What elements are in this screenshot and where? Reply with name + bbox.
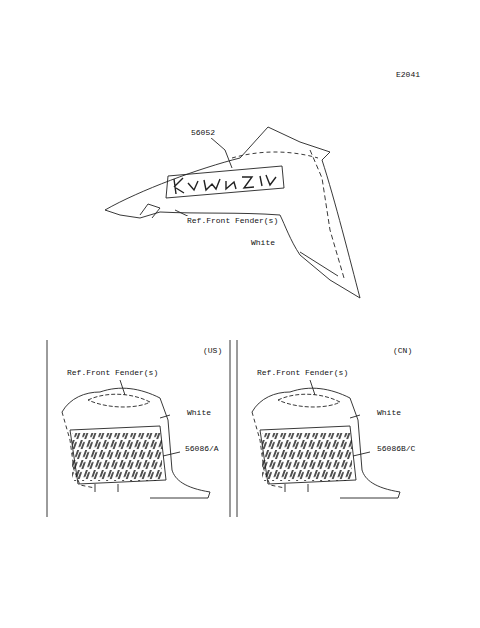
part-number: 56086/A	[184, 444, 220, 454]
region-label: (CN)	[392, 346, 413, 356]
region-label: (US)	[202, 346, 223, 356]
part-number: 56086B/C	[376, 444, 416, 454]
reference-note: Ref.Front Fender(s)	[256, 368, 349, 378]
reference-note: Ref.Front Fender(s)	[186, 216, 279, 226]
color-note: White	[376, 408, 402, 418]
front-fender	[105, 127, 360, 298]
part-number: 56052	[190, 128, 216, 138]
color-note: White	[186, 408, 212, 418]
reference-note: Ref.Front Fender(s)	[66, 368, 159, 378]
color-note: White	[250, 238, 276, 248]
decal	[166, 166, 284, 198]
fender-side-view	[62, 380, 210, 498]
figure-code: E2041	[395, 70, 421, 80]
